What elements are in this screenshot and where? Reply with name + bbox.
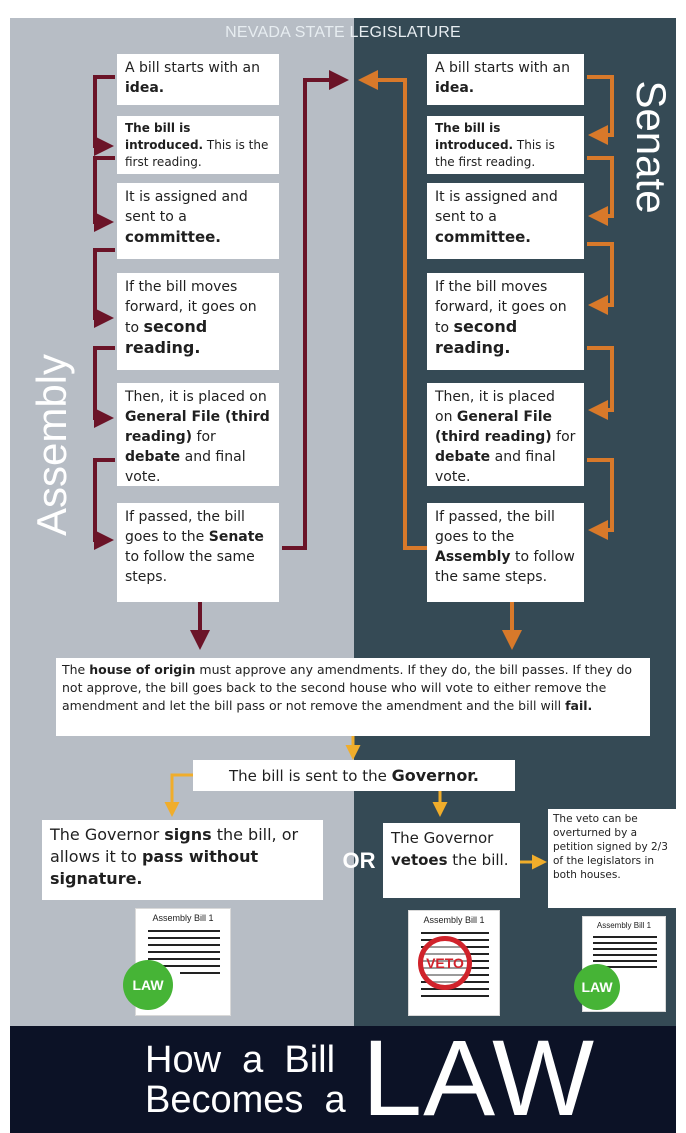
assembly-step-general-file: Then, it is placed on General File (thir…: [117, 383, 279, 486]
step-emphasis: General File (third reading): [125, 409, 270, 445]
senate-step-introduced: The bill is introduced. This is the firs…: [427, 116, 584, 174]
step-emphasis: pass without signature.: [50, 847, 259, 888]
assembly-arrow-3: [93, 248, 115, 328]
step-emphasis: idea.: [125, 80, 165, 96]
step-text: for: [192, 429, 216, 445]
step-text: for: [551, 429, 576, 445]
document-title: Assembly Bill 1: [596, 921, 652, 930]
step-emphasis: debate: [125, 449, 181, 465]
document-title: Assembly Bill 1: [423, 915, 485, 925]
law-badge: LAW: [577, 967, 617, 1007]
senate-arrow-5: [587, 458, 614, 540]
step-emphasis: The bill is introduced.: [435, 121, 514, 152]
step-text: A bill starts with an: [435, 60, 570, 76]
step-text: to follow the same steps.: [125, 549, 255, 585]
governor-signs-box: The Governor signs the bill, or allows i…: [42, 820, 323, 900]
or-label: OR: [342, 848, 376, 873]
step-text: the bill.: [447, 851, 509, 869]
footer-law: LAW: [362, 1017, 596, 1133]
senate-arrow-1: [587, 75, 614, 145]
step-emphasis: committee.: [125, 228, 221, 246]
step-emphasis: committee.: [435, 228, 531, 246]
senate-step-general-file: Then, it is placed on General File (thir…: [427, 383, 584, 486]
assembly-arrows: [93, 70, 349, 650]
assembly-arrow-5: [93, 458, 115, 550]
step-text: If passed, the bill goes to the: [435, 509, 555, 545]
step-emphasis: idea.: [435, 80, 475, 96]
senate-to-assembly-arrow: [358, 70, 427, 550]
step-emphasis: fail.: [565, 698, 593, 713]
senate-step-second-reading: If the bill moves forward, it goes on to…: [427, 273, 584, 370]
assembly-step-second-reading: If the bill moves forward, it goes on to…: [117, 273, 279, 370]
step-emphasis: The bill is introduced.: [125, 121, 204, 152]
signed-bill-document: Assembly Bill 1 LAW: [126, 908, 231, 1016]
step-emphasis: second reading.: [125, 317, 208, 357]
document-title: Assembly Bill 1: [152, 913, 214, 923]
step-emphasis: debate: [435, 449, 491, 465]
assembly-to-senate-arrow: [282, 70, 349, 550]
law-badge: LAW: [126, 963, 170, 1007]
step-emphasis: Senate: [208, 529, 264, 545]
governor-to-signs-arrow: [164, 773, 193, 817]
senate-arrow-4: [587, 346, 614, 420]
veto-override-note: The veto can be overturned by a petition…: [548, 809, 680, 908]
step-text: The Governor: [50, 825, 165, 844]
senate-arrow-3: [587, 242, 614, 315]
header-title: NEVADA STATE LEGISLATURE: [225, 24, 461, 41]
step-text: the bill, or allows it to: [50, 825, 299, 866]
step-text: Then, it is placed on: [435, 389, 555, 425]
step-text: A bill starts with an: [125, 60, 260, 76]
assembly-arrow-4: [93, 346, 115, 428]
senate-step-committee: It is assigned and sent to a committee.: [427, 183, 584, 259]
step-text: and final vote.: [125, 449, 246, 485]
senate-arrows: [358, 70, 614, 650]
governor-arrows: [164, 734, 547, 870]
assembly-step-introduced: The bill is introduced. This is the firs…: [117, 116, 279, 174]
overridden-bill-document: Assembly Bill 1 LAW: [577, 916, 666, 1012]
document-lines: [148, 930, 220, 974]
step-emphasis: General File (third reading): [435, 409, 553, 445]
assembly-arrow-1: [93, 75, 115, 156]
step-text: The: [62, 662, 90, 677]
governor-vetoes-box: The Governor vetoes the bill.: [383, 823, 520, 898]
document-lines: [593, 936, 657, 968]
step-text: The Governor: [391, 829, 494, 847]
step-text: and final vote.: [435, 449, 556, 485]
footer-line-1: How a Bill: [145, 1039, 336, 1081]
step-text: This is the first reading.: [125, 138, 269, 169]
step-emphasis: Assembly: [435, 549, 511, 565]
step-emphasis: house of origin: [89, 662, 196, 677]
step-text: It is assigned and sent to a: [125, 189, 248, 225]
footer-line-2: Becomes a: [145, 1079, 346, 1121]
vetoed-bill-document: Assembly Bill 1 VETO: [408, 910, 500, 1016]
governor-box: The bill is sent to the Governor.: [193, 760, 515, 791]
step-emphasis: Governor.: [391, 766, 479, 785]
step-text: Then, it is placed on: [125, 389, 267, 405]
assembly-step-idea: A bill starts with an idea.: [117, 54, 279, 105]
house-of-origin-box: The house of origin must approve any ame…: [56, 658, 650, 736]
veto-stamp: VETO: [418, 936, 472, 990]
step-emphasis: signs: [164, 825, 212, 844]
step-text: The veto can be overturned by a petition…: [553, 813, 668, 881]
step-text: If the bill moves forward, it goes on to: [125, 279, 257, 336]
senate-step-to-assembly: If passed, the bill goes to the Assembly…: [427, 503, 584, 602]
step-text: This is the first reading.: [435, 138, 555, 169]
step-text: If passed, the bill goes to the: [125, 509, 245, 545]
assembly-step-committee: It is assigned and sent to a committee.: [117, 183, 279, 259]
footer-banner: [10, 1026, 676, 1133]
senate-step-idea: A bill starts with an idea.: [427, 54, 584, 105]
step-text: The bill is sent to the: [229, 767, 392, 785]
step-emphasis: vetoes: [391, 851, 448, 869]
assembly-arrow-2: [93, 156, 115, 232]
step-text: It is assigned and sent to a: [435, 189, 558, 225]
step-text: If the bill moves forward, it goes on to: [435, 279, 567, 336]
senate-arrow-2: [587, 156, 614, 226]
step-emphasis: second reading.: [435, 317, 518, 357]
assembly-step-to-senate: If passed, the bill goes to the Senate t…: [117, 503, 279, 602]
step-text: to follow the same steps.: [435, 549, 575, 585]
step-text: must approve any amendments. If they do,…: [62, 662, 633, 713]
